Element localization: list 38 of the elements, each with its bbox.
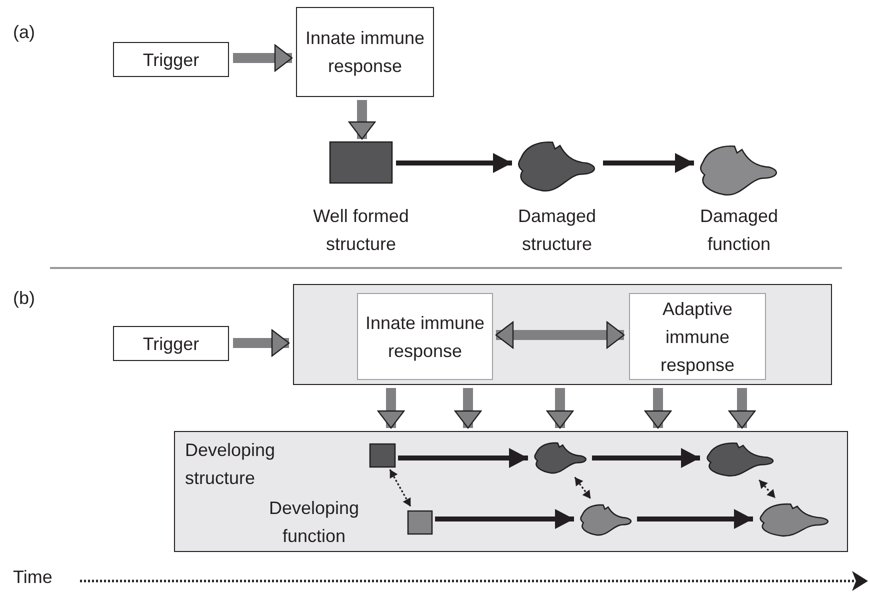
dotted-arrow	[758, 479, 776, 499]
process-box: Innate immune response	[296, 7, 434, 97]
irregular-blob-shape	[533, 441, 589, 475]
axis-label: Time	[13, 566, 52, 589]
row-label: Developing function	[268, 497, 360, 548]
arrow	[592, 448, 700, 468]
shape-caption: Well formed structure	[312, 205, 410, 256]
arrow	[377, 388, 405, 429]
process-box: Trigger	[113, 326, 229, 361]
square-shape	[330, 142, 392, 183]
arrow	[546, 388, 574, 429]
arrow	[435, 509, 574, 529]
arrow	[454, 388, 482, 429]
arrow	[348, 100, 376, 140]
process-box: Adaptive immune response	[629, 293, 766, 380]
process-box: Innate immune response	[357, 293, 493, 380]
arrow	[233, 329, 290, 357]
process-box: Trigger	[113, 42, 229, 77]
arrow	[728, 388, 756, 429]
panel-label: (b)	[13, 287, 35, 310]
arrow	[495, 321, 625, 349]
group-panel	[293, 284, 832, 385]
row-label: Developing structure	[185, 439, 276, 490]
panel-label: (a)	[13, 21, 35, 44]
irregular-blob-shape	[579, 503, 634, 537]
dotted-arrow	[574, 476, 592, 500]
square-shape	[370, 444, 395, 467]
arrow	[603, 153, 694, 173]
arrow	[398, 448, 528, 468]
square-shape	[408, 511, 432, 534]
arrow	[233, 44, 293, 72]
shape-caption: Damaged function	[698, 205, 780, 256]
shape-caption: Damaged structure	[516, 205, 598, 256]
arrow	[644, 388, 672, 429]
dotted-arrow	[389, 469, 412, 507]
group-panel	[174, 431, 848, 552]
arrow	[637, 509, 753, 529]
arrow	[396, 153, 512, 173]
